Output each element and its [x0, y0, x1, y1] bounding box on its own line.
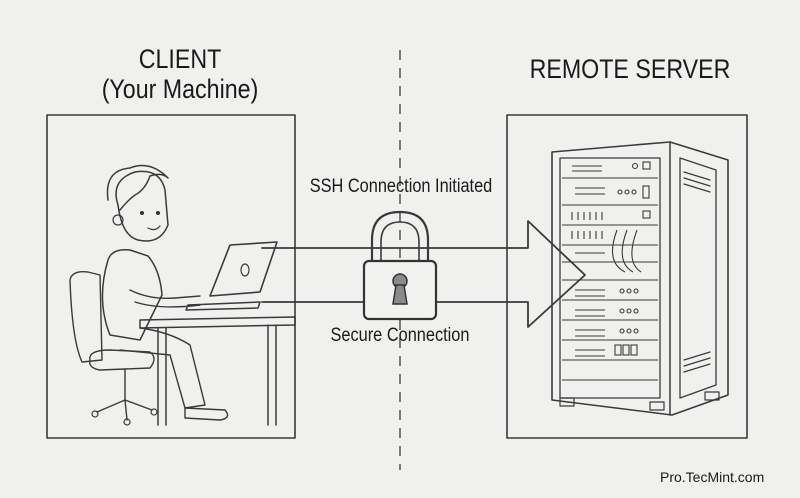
padlock-icon [362, 210, 438, 321]
client-subtitle: (Your Machine) [101, 74, 259, 104]
client-title: CLIENT [138, 44, 222, 74]
connection-initiated-label: SSH Connection Initiated [309, 176, 493, 197]
server-rack-illustration [551, 141, 729, 416]
server-title: REMOTE SERVER [529, 54, 731, 84]
server-frame [506, 114, 748, 439]
secure-connection-label: Secure Connection [330, 325, 470, 346]
connection-arrow [261, 220, 586, 328]
server-units [562, 161, 658, 381]
client-frame [46, 114, 296, 439]
watermark: Pro.TecMint.com [660, 469, 765, 485]
person-at-laptop-illustration [69, 164, 296, 426]
